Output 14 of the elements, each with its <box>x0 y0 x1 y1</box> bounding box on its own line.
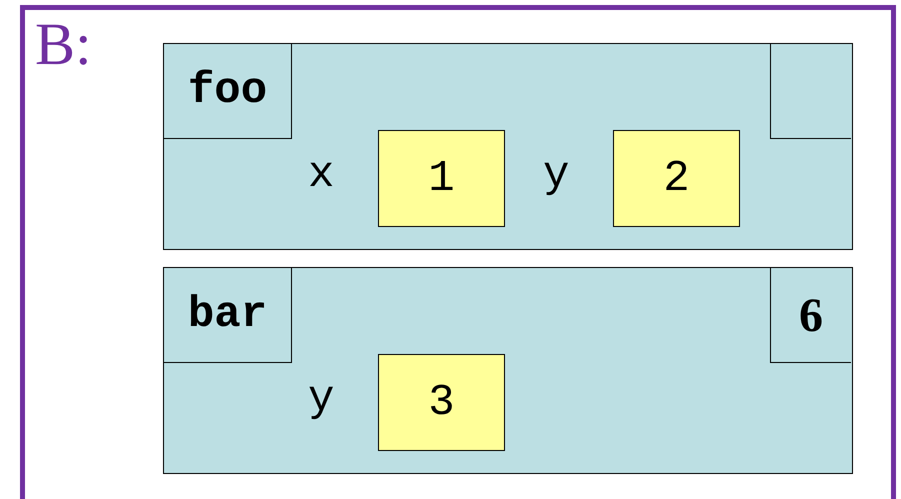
return-slot: 6 <box>770 268 851 363</box>
frame-name: foo <box>164 44 292 139</box>
frame-name: bar <box>164 268 292 363</box>
value-box: 1 <box>378 130 505 227</box>
stack-frame <box>163 267 853 474</box>
variable-name: y <box>308 374 334 424</box>
stack-frame <box>163 43 853 250</box>
variable-name: x <box>308 150 334 200</box>
value-box: 3 <box>378 354 505 451</box>
value-box: 2 <box>613 130 740 227</box>
frame-panel <box>20 5 896 499</box>
frame-heading: B: <box>35 10 92 79</box>
return-slot <box>770 44 851 139</box>
variable-name: y <box>543 150 570 200</box>
